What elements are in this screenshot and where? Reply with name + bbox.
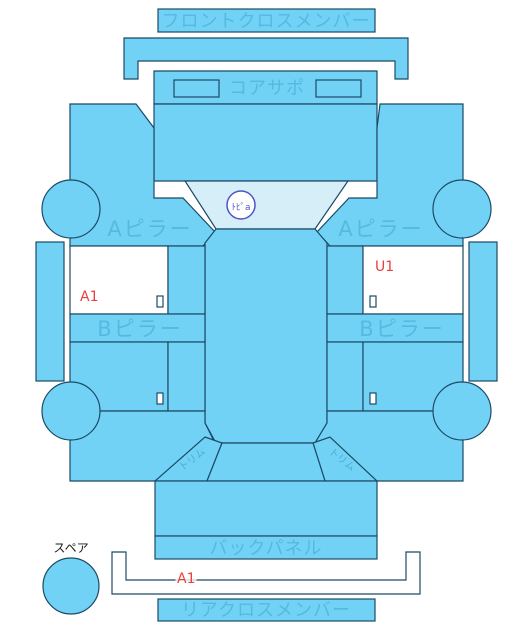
right-c-pillar-strip[interactable] — [326, 341, 364, 412]
windshield[interactable] — [183, 180, 350, 230]
back-panel-label: バックパネル — [209, 538, 322, 559]
back-panel[interactable] — [154, 535, 378, 560]
right-door-handle-front — [369, 295, 377, 308]
rear-window[interactable] — [206, 442, 326, 482]
damage-marker-right-door: U1 — [375, 259, 394, 275]
b-pillar-right-label: Bピラー — [359, 317, 444, 341]
left-door-handle-rear — [156, 392, 164, 405]
left-front-wheel[interactable] — [41, 179, 101, 239]
core-marker-circle[interactable] — [226, 190, 256, 220]
left-door-handle-front — [156, 295, 164, 308]
rear-cross-member-label: リアクロスメンバー — [181, 600, 351, 621]
front-cross-member-label: フロントクロスメンバー — [162, 11, 371, 32]
b-pillar-left-label: Bピラー — [97, 317, 182, 341]
left-b-pillar[interactable] — [69, 313, 206, 343]
left-side-sill[interactable] — [35, 241, 65, 382]
core-support-label: コアサポ — [229, 78, 305, 99]
core-marker-label: ﾄﾋﾟa — [231, 202, 250, 213]
hood-area[interactable] — [153, 103, 378, 182]
damage-marker-left-door: A1 — [80, 289, 98, 305]
a-pillar-left-label: Aピラー — [107, 217, 192, 241]
front-bumper-bracket[interactable] — [123, 37, 409, 80]
spare-tire[interactable] — [42, 557, 100, 615]
core-support-right-slot — [315, 79, 362, 98]
left-door-front-window[interactable] — [69, 245, 169, 315]
trunk-lid[interactable] — [154, 480, 378, 537]
right-door-front-window[interactable] — [362, 245, 464, 315]
damage-marker-rear-bg — [175, 566, 197, 588]
damage-marker-rear: A1 — [177, 571, 195, 587]
roof[interactable] — [204, 228, 328, 444]
spare-label: スペア — [53, 541, 88, 555]
left-c-pillar-strip[interactable] — [167, 341, 206, 412]
right-a-pillar-strip[interactable] — [326, 245, 364, 315]
a-pillar-right-label: Aピラー — [338, 217, 423, 241]
left-rear-wheel[interactable] — [41, 381, 101, 441]
right-side-sill[interactable] — [468, 241, 498, 382]
right-b-pillar[interactable] — [326, 313, 464, 343]
right-rear-wheel[interactable] — [432, 381, 492, 441]
right-front-wheel[interactable] — [432, 179, 492, 239]
left-a-pillar-strip[interactable] — [167, 245, 206, 315]
core-support-left-slot — [173, 79, 220, 98]
rear-cross-member[interactable] — [157, 598, 376, 622]
right-door-handle-rear — [369, 392, 377, 405]
front-cross-member[interactable] — [157, 8, 376, 33]
